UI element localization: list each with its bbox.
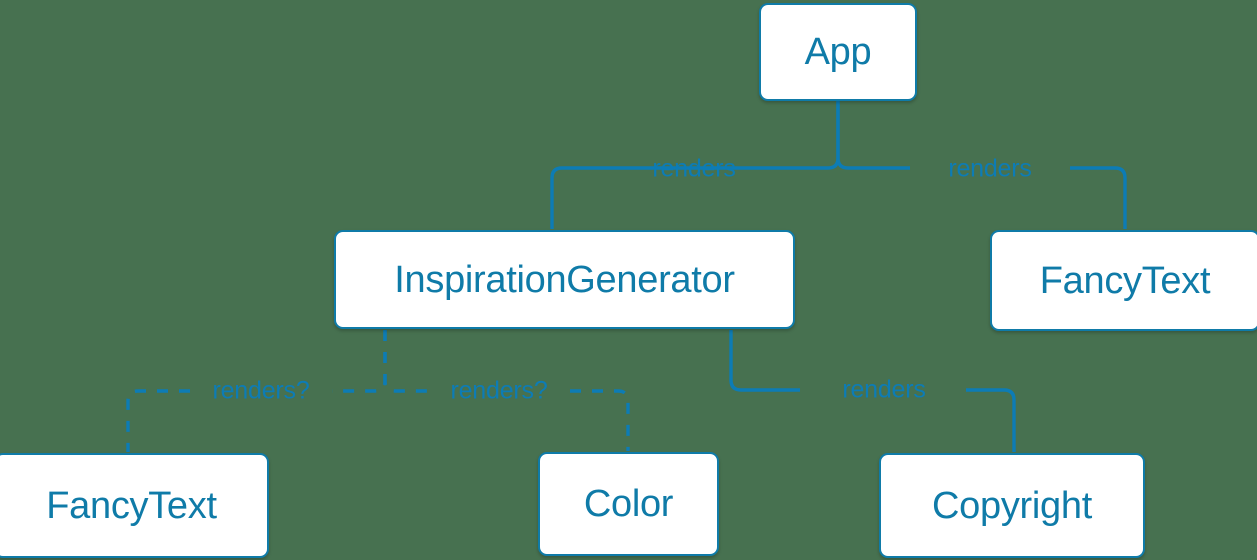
node-inspiration-generator[interactable]: InspirationGenerator: [334, 230, 795, 329]
node-color[interactable]: Color: [538, 452, 719, 556]
edge-label-app-to-inspiration: renders: [652, 154, 736, 183]
edge-label-inspiration-to-color: renders?: [450, 376, 548, 405]
edge-label-app-to-fancytext: renders: [948, 154, 1032, 183]
edge-label-inspiration-to-copyright: renders: [842, 375, 926, 404]
node-fancytext-bottom[interactable]: FancyText: [0, 453, 269, 558]
node-app-label: App: [804, 31, 872, 73]
node-app[interactable]: App: [759, 3, 917, 101]
node-fancytext-right[interactable]: FancyText: [990, 230, 1257, 331]
node-copyright-label: Copyright: [932, 484, 1092, 527]
node-color-label: Color: [583, 483, 674, 525]
node-copyright[interactable]: Copyright: [879, 453, 1145, 558]
node-fancytext-bottom-label: FancyText: [46, 484, 217, 527]
node-fancytext-right-label: FancyText: [1039, 259, 1211, 302]
node-inspiration-generator-label: InspirationGenerator: [394, 258, 735, 301]
edge-label-inspiration-to-fancytext: renders?: [212, 376, 310, 405]
